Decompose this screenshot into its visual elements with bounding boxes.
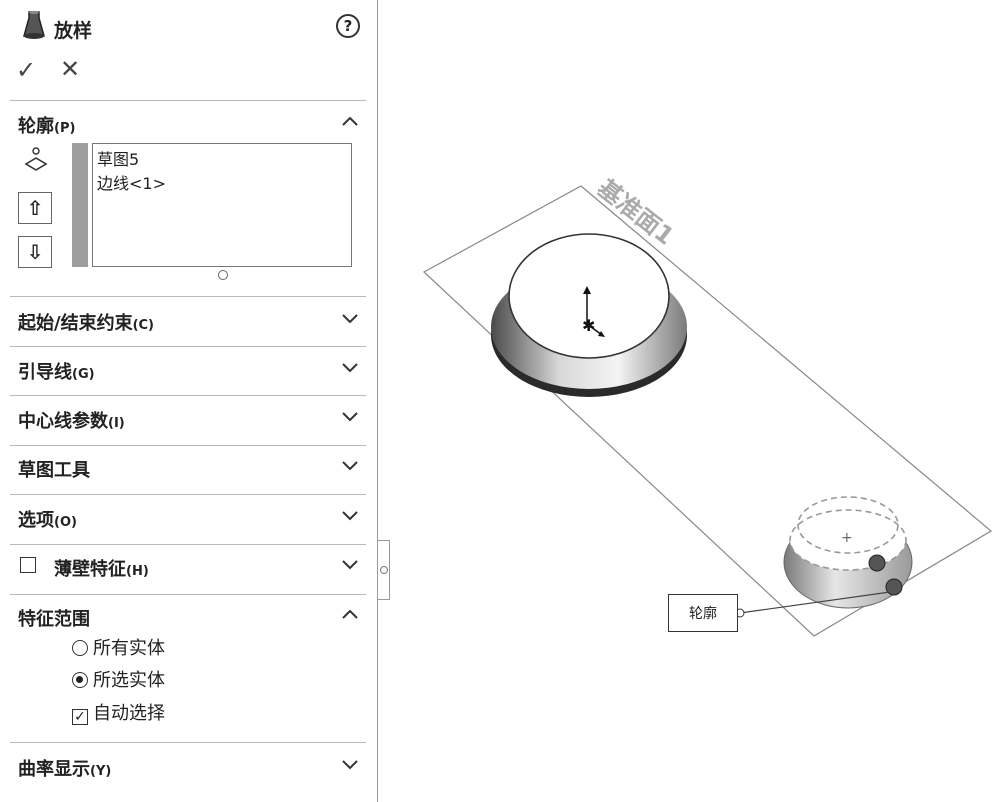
- divider: [10, 445, 366, 446]
- help-icon[interactable]: ?: [336, 14, 360, 38]
- loft-icon: [20, 10, 48, 44]
- divider: [10, 100, 366, 101]
- resize-handle[interactable]: [218, 270, 228, 280]
- triad-arrow-icon: [583, 286, 591, 294]
- selected-bodies-radio[interactable]: 所选实体: [72, 668, 165, 694]
- center-mark-icon: +: [841, 530, 853, 546]
- section-label: 引导线: [18, 362, 72, 383]
- cancel-button[interactable]: ✕: [60, 55, 81, 83]
- thin-feature-checkbox[interactable]: [20, 557, 36, 573]
- panel-splitter[interactable]: [378, 540, 390, 600]
- section-label: 曲率显示: [18, 759, 90, 780]
- curvature-display-section[interactable]: 曲率显示(Y): [10, 749, 366, 783]
- section-shortcut: (O): [54, 515, 77, 530]
- triad-arrow-icon: [598, 331, 605, 337]
- centerline-parameters-section[interactable]: 中心线参数(I): [10, 401, 366, 435]
- radio-button[interactable]: [72, 640, 88, 656]
- list-item[interactable]: 边线<1>: [97, 174, 166, 193]
- ok-button[interactable]: ✓: [16, 56, 37, 84]
- sketch-tools-section[interactable]: 草图工具: [10, 450, 366, 484]
- origin-star-icon: ✱: [582, 316, 595, 335]
- chevron-down-icon[interactable]: [340, 409, 360, 423]
- profile-section-header[interactable]: 轮廓(P): [10, 106, 366, 140]
- option-label: 所选实体: [93, 670, 165, 691]
- checkbox[interactable]: ✓: [72, 709, 88, 725]
- chevron-down-icon[interactable]: [340, 508, 360, 522]
- guide-curves-section[interactable]: 引导线(G): [10, 352, 366, 386]
- chevron-down-icon[interactable]: [340, 458, 360, 472]
- start-end-constraints-section[interactable]: 起始/结束约束(C): [10, 303, 366, 337]
- section-shortcut: (I): [108, 416, 125, 431]
- divider: [10, 742, 366, 743]
- feature-scope-section-header[interactable]: 特征范围: [10, 599, 366, 633]
- lower-loft-body[interactable]: +: [783, 496, 913, 609]
- chevron-down-icon[interactable]: [340, 757, 360, 771]
- profile-callout[interactable]: 轮廓: [668, 594, 738, 632]
- divider: [10, 296, 366, 297]
- list-item[interactable]: 草图5: [97, 150, 140, 169]
- chevron-up-icon[interactable]: [340, 114, 360, 128]
- auto-select-checkbox[interactable]: ✓ 自动选择: [72, 701, 165, 727]
- reference-plane[interactable]: [422, 185, 993, 637]
- feature-header: 放样 ?: [14, 10, 364, 42]
- divider: [10, 346, 366, 347]
- section-label: 草图工具: [18, 460, 90, 481]
- section-shortcut: (C): [132, 318, 155, 333]
- section-label: 起始/结束约束: [18, 313, 133, 334]
- thin-feature-label: 薄壁特征: [54, 559, 126, 580]
- connector-handle-icon[interactable]: [885, 578, 903, 596]
- divider: [10, 494, 366, 495]
- section-shortcut: (Y): [90, 764, 112, 779]
- feature-title: 放样: [54, 20, 93, 42]
- chevron-down-icon[interactable]: [340, 360, 360, 374]
- option-label: 自动选择: [93, 703, 165, 724]
- connector-handle-icon[interactable]: [868, 554, 886, 572]
- divider: [10, 395, 366, 396]
- option-label: 所有实体: [93, 638, 165, 659]
- profile-section-label: 轮廓: [18, 116, 54, 137]
- thin-feature-section[interactable]: 薄壁特征(H): [10, 549, 366, 583]
- selection-color-bar: [72, 143, 88, 267]
- feature-scope-label: 特征范围: [18, 609, 90, 630]
- section-label: 中心线参数: [18, 411, 108, 432]
- radio-button[interactable]: [72, 672, 88, 688]
- splitter-handle[interactable]: [380, 566, 388, 574]
- profile-shortcut: (P): [54, 121, 76, 136]
- section-shortcut: (G): [72, 367, 95, 382]
- divider: [10, 594, 366, 595]
- divider: [10, 544, 366, 545]
- options-section[interactable]: 选项(O): [10, 500, 366, 534]
- axis-line: [586, 323, 603, 336]
- profile-list[interactable]: 草图5 边线<1>: [92, 143, 352, 267]
- chevron-down-icon[interactable]: [340, 557, 360, 571]
- thin-feature-shortcut: (H): [126, 564, 149, 579]
- callout-leader: [739, 591, 891, 614]
- chevron-down-icon[interactable]: [340, 311, 360, 325]
- chevron-up-icon[interactable]: [340, 607, 360, 621]
- move-down-button[interactable]: ⇩: [18, 236, 52, 268]
- section-label: 选项: [18, 510, 54, 531]
- property-manager-panel: 放样 ? ✓ ✕ 轮廓(P) ⇧ ⇩ 草图5 边线<1> 起始/结束约束(C) …: [0, 0, 378, 802]
- graphics-viewport[interactable]: 基准面1 ✱ +: [390, 0, 1000, 802]
- profile-selection-icon: [22, 146, 50, 180]
- all-bodies-radio[interactable]: 所有实体: [72, 636, 165, 662]
- upper-loft-body[interactable]: ✱: [491, 233, 687, 397]
- move-up-button[interactable]: ⇧: [18, 192, 52, 224]
